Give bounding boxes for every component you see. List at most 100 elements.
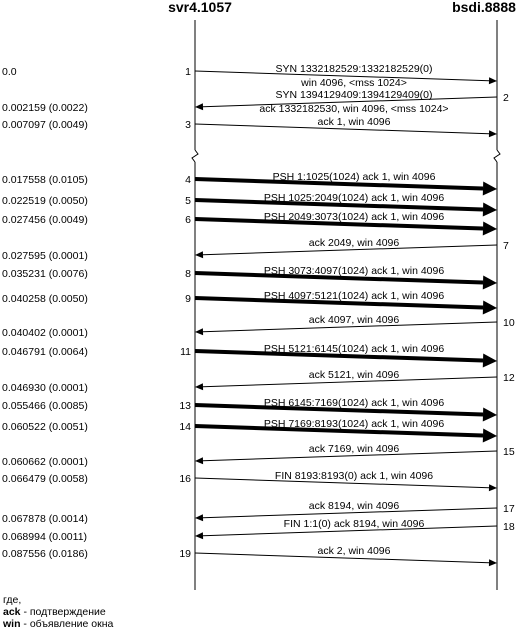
segment-16-number: 16 <box>179 473 191 485</box>
legend-win-desc: - объявление окна <box>20 618 114 630</box>
legend-ack-term: ack <box>3 606 21 618</box>
segment-14: 14 0.060522 (0.0051) PSH 7169:8193(1024) a… <box>2 418 497 443</box>
host-left-label: svr4.1057 <box>168 0 232 15</box>
segment-8-number: 8 <box>185 268 191 280</box>
segment-8-arrow <box>194 271 484 285</box>
segment-12: 12 0.046930 (0.0001) ack 5121, win 4096 <box>2 369 515 394</box>
segment-3-arrow <box>194 123 490 135</box>
segment-19-arrow <box>194 552 490 564</box>
segment-1-arrow <box>194 70 490 82</box>
segment-2-label-2: ack 1332182530, win 4096, <mss 1024> <box>259 103 448 115</box>
segment-13: 130.055466 (0.0085)PSH 6145:7169(1024) a… <box>2 397 497 422</box>
segment-17: 17 0.067878 (0.0014) ack 8194, win 4096 <box>2 500 515 525</box>
segment-14-arrowhead <box>482 428 497 443</box>
segment-4: 40.017558 (0.0105)PSH 1:1025(1024) ack 1… <box>2 171 497 196</box>
segment-16-arrowhead <box>488 484 497 492</box>
segment-8: 8 0.035231 (0.0076) PSH 3073:4097(1024) ac… <box>2 265 497 290</box>
segment-2-time: 0.002159 (0.0022) <box>2 102 88 114</box>
segment-12-arrowhead <box>195 383 204 391</box>
legend: где, ack - подтверждение win - объявлени… <box>3 594 113 630</box>
segment-18: 180.068994 (0.0011)FIN 1:1(0) ack 8194, … <box>2 518 515 543</box>
segment-6-time: 0.027456 (0.0049) <box>2 214 88 226</box>
segment-14-time: 0.060522 (0.0051) <box>2 421 88 433</box>
segment-10-number: 10 <box>503 317 515 329</box>
segment-18-number: 18 <box>503 521 515 533</box>
segment-15: 150.060662 (0.0001)ack 7169, win 4096 <box>2 443 515 468</box>
segment-2-arrowhead <box>195 103 204 111</box>
segment-5-label-1: PSH 1025:2049(1024) ack 1, win 4096 <box>264 192 445 204</box>
segment-1-arrowhead <box>488 77 497 85</box>
segment-11-time: 0.046791 (0.0064) <box>2 346 88 358</box>
segment-4-arrowhead <box>482 181 497 196</box>
segment-10-arrowhead <box>195 328 204 336</box>
segment-17-label-1: ack 8194, win 4096 <box>309 500 400 512</box>
segment-16-time: 0.066479 (0.0058) <box>2 473 88 485</box>
segment-18-time: 0.068994 (0.0011) <box>2 531 87 543</box>
segment-13-arrowhead <box>482 407 497 422</box>
segment-5-number: 5 <box>185 195 191 207</box>
segment-6-label-1: PSH 2049:3073(1024) ack 1, win 4096 <box>264 211 445 223</box>
segment-15-arrow <box>202 450 498 462</box>
segment-12-number: 12 <box>503 372 515 384</box>
segment-3: 30.007097 (0.0049)ack 1, win 4096 <box>2 116 497 138</box>
segment-6-number: 6 <box>185 214 191 226</box>
segment-5-arrowhead <box>482 202 497 217</box>
segment-11-number: 11 <box>180 346 191 358</box>
segment-2-number: 2 <box>503 92 509 104</box>
segment-4-arrow <box>194 177 484 191</box>
segment-15-arrowhead <box>195 457 204 465</box>
segment-19-label-1: ack 2, win 4096 <box>318 545 391 557</box>
segment-7-number: 7 <box>503 240 509 252</box>
segment-14-label-1: PSH 7169:8193(1024) ack 1, win 4096 <box>264 418 445 430</box>
segment-3-time: 0.007097 (0.0049) <box>2 119 88 131</box>
segment-9-number: 9 <box>185 293 191 305</box>
segment-5-arrow <box>194 198 484 212</box>
segment-3-arrowhead <box>488 130 497 138</box>
segment-15-time: 0.060662 (0.0001) <box>2 456 88 468</box>
timeline-left-break <box>191 149 199 163</box>
segment-5: 5 0.022519 (0.0050) PSH 1025:2049(1024) ac… <box>2 192 497 217</box>
segment-14-arrow <box>194 424 484 438</box>
segment-7-arrow <box>202 244 498 256</box>
legend-title: где, <box>3 594 22 606</box>
segment-9-arrowhead <box>482 300 497 315</box>
segment-7-label-1: ack 2049, win 4096 <box>309 237 400 249</box>
segment-12-time: 0.046930 (0.0001) <box>2 382 88 394</box>
segment-3-label-1: ack 1, win 4096 <box>318 116 391 128</box>
segment-11: 11 0.046791 (0.0064) PSH 5121:6145(1024) a… <box>2 343 497 368</box>
segment-10-label-1: ack 4097, win 4096 <box>309 314 400 326</box>
segment-8-label-1: PSH 3073:4097(1024) ack 1, win 4096 <box>264 265 445 277</box>
segment-19-number: 19 <box>179 548 191 560</box>
segment-15-label-1: ack 7169, win 4096 <box>309 443 400 455</box>
legend-ack: ack - подтверждение <box>3 606 113 618</box>
segment-1-number: 1 <box>185 66 191 78</box>
segment-16: 16 0.066479 (0.0058) FIN 8193:8193(0) ack … <box>2 470 497 492</box>
segment-7: 70.027595 (0.0001)ack 2049, win 4096 <box>2 237 509 262</box>
segment-11-label-1: PSH 5121:6145(1024) ack 1, win 4096 <box>264 343 445 355</box>
timelines <box>191 20 501 590</box>
timeline-right-break <box>493 149 501 163</box>
segment-6-arrow <box>194 217 484 231</box>
segment-13-arrow <box>194 403 484 417</box>
segment-4-number: 4 <box>185 174 191 186</box>
segment-14-number: 14 <box>179 421 191 433</box>
segment-8-time: 0.035231 (0.0076) <box>2 268 88 280</box>
segment-2: 20.002159 (0.0022)SYN 1394129409:1394129… <box>2 89 509 115</box>
segment-12-label-1: ack 5121, win 4096 <box>309 369 400 381</box>
segment-11-arrowhead <box>482 353 497 368</box>
segment-18-arrowhead <box>195 532 204 540</box>
segment-2-arrow <box>202 96 498 108</box>
segment-17-time: 0.067878 (0.0014) <box>2 513 88 525</box>
segment-8-arrowhead <box>482 275 497 290</box>
segment-16-label-1: FIN 8193:8193(0) ack 1, win 4096 <box>275 470 433 482</box>
segment-10-arrow <box>202 321 498 333</box>
segment-6: 6 0.027456 (0.0049) PSH 2049:3073(1024) ac… <box>2 211 497 236</box>
segment-17-number: 17 <box>503 503 515 515</box>
legend-win-term: win <box>3 618 21 630</box>
segment-5-time: 0.022519 (0.0050) <box>2 195 88 207</box>
segment-9-arrow <box>194 296 484 310</box>
